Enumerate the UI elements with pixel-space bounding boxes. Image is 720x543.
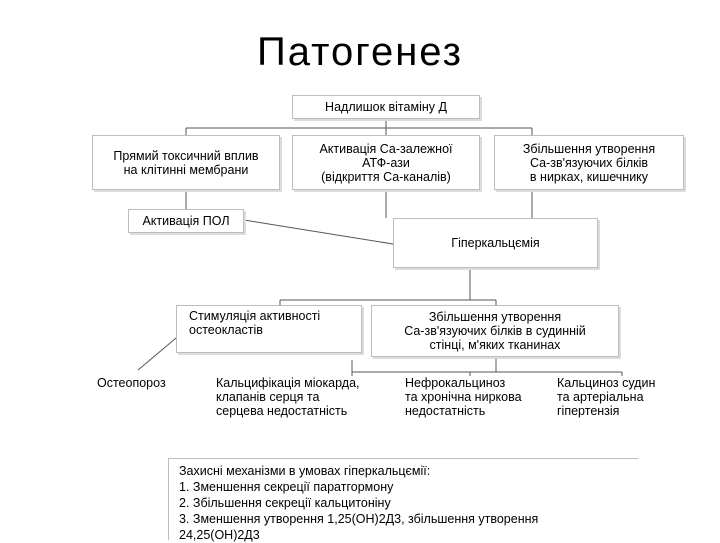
- osteoporosis-label: Остеопороз: [97, 376, 166, 390]
- hypercalcemia-box: Гіперкальцємія: [393, 218, 598, 268]
- defense-item: 2. Збільшення секреції кальцитоніну: [179, 496, 391, 510]
- defense-heading: Захисні механізми в умовах гіперкальцємі…: [179, 464, 431, 478]
- slide-title: Патогенез: [257, 30, 463, 74]
- ca-binding-proteins-box: Збільшення утворення Са-зв'язуючих білкі…: [494, 135, 684, 190]
- vessel-proteins-box: Збільшення утворення Са-зв'язуючих білкі…: [371, 305, 619, 357]
- toxic-effect-box: Прямий токсичний вплив на клітинні мембр…: [92, 135, 280, 190]
- pol-activation-box: Активація ПОЛ: [128, 209, 244, 233]
- atpase-activation-box: Активація Са-залежної АТФ-ази (відкриття…: [292, 135, 480, 190]
- nephrocalcinosis-label: Нефрокальциноз та хронічна ниркова недос…: [405, 376, 522, 418]
- defense-item: 1. Зменшення секреції паратгормону: [179, 480, 394, 494]
- osteoclasts-box: Стимуляція активності остеокластів: [176, 305, 362, 353]
- defense-mechanisms-block: Захисні механізми в умовах гіперкальцємі…: [168, 458, 638, 542]
- excess-vitamin-d-box: Надлишок вітаміну Д: [292, 95, 480, 119]
- defense-item: 3. Зменшення утворення 1,25(OH)2Д3, збіл…: [179, 512, 539, 542]
- cardio-calcification-label: Кальцифікація міокарда, клапанів серця т…: [216, 376, 360, 418]
- vascular-calcinosis-label: Кальциноз судин та артеріальна гіпертенз…: [557, 376, 656, 418]
